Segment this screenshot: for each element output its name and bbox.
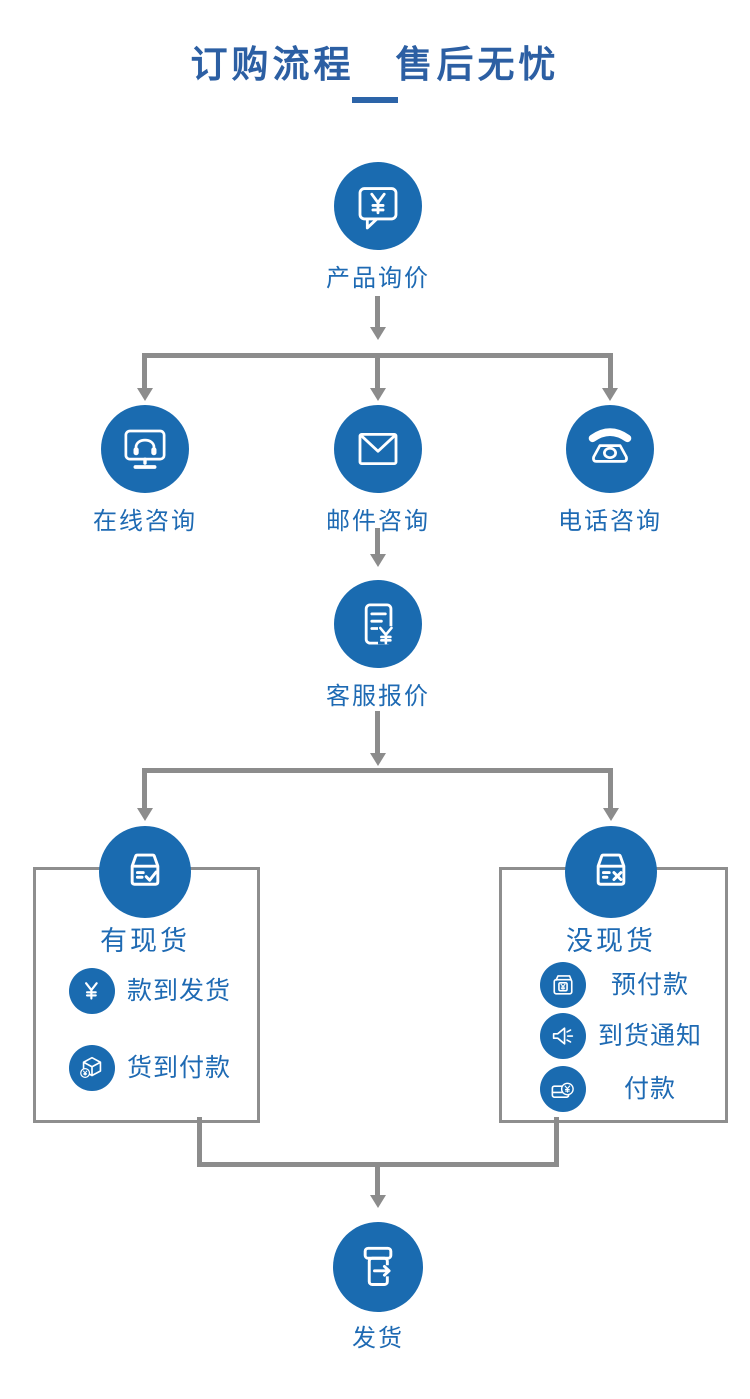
wallet-yen-icon: [540, 962, 586, 1008]
arrowhead-down: [603, 808, 619, 821]
list-item-label: 到货通知: [597, 1022, 702, 1050]
box-x-icon: [565, 826, 657, 918]
connector-line: [608, 768, 613, 810]
node-label: 发货: [352, 1325, 404, 1352]
connector-line: [375, 711, 380, 755]
list-item-label: 款到发货: [127, 977, 232, 1005]
group-label: 有现货: [100, 926, 190, 956]
arrowhead-down: [137, 388, 153, 401]
node-in-stock: 有现货: [55, 826, 235, 958]
node-service-quote: 客服报价: [288, 580, 468, 711]
arrowhead-down: [370, 554, 386, 567]
connector-line: [142, 768, 147, 810]
connector-line: [197, 1117, 202, 1167]
document-yen-icon: [334, 580, 422, 668]
node-label: 在线咨询: [93, 508, 197, 535]
monitor-headset-icon: [101, 405, 189, 493]
package-yen-icon: [69, 1045, 115, 1091]
connector-line: [142, 353, 147, 389]
node-out-of-stock: 没现货: [521, 826, 701, 958]
chat-yen-icon: [334, 162, 422, 250]
list-item: 货到付款: [69, 1045, 231, 1091]
arrowhead-down: [370, 1195, 386, 1208]
connector-line: [554, 1117, 559, 1167]
node-online-consult: 在线咨询: [55, 405, 235, 536]
connector-line: [375, 1162, 380, 1198]
speaker-icon: [540, 1013, 586, 1059]
list-item: 预付款: [540, 962, 708, 1008]
node-label: 邮件咨询: [326, 508, 430, 535]
node-label: 产品询价: [326, 265, 430, 292]
list-item: 到货通知: [540, 1013, 708, 1059]
envelope-icon: [334, 405, 422, 493]
box-check-icon: [99, 826, 191, 918]
node-label: 电话咨询: [558, 508, 662, 535]
connector-line: [375, 528, 380, 556]
connector-line: [608, 353, 613, 389]
node-ship: 发货: [288, 1222, 468, 1353]
box-arrow-icon: [333, 1222, 423, 1312]
node-email-consult: 邮件咨询: [288, 405, 468, 536]
arrowhead-down: [602, 388, 618, 401]
arrowhead-down: [370, 327, 386, 340]
connector-line: [142, 768, 613, 773]
node-label: 客服报价: [326, 683, 430, 710]
list-item-label: 货到付款: [127, 1054, 232, 1082]
node-product-inquiry: 产品询价: [288, 162, 468, 293]
group-label: 没现货: [566, 926, 656, 956]
arrowhead-down: [370, 388, 386, 401]
list-item: 款到发货: [69, 968, 231, 1014]
connector-line: [375, 353, 380, 389]
list-item: 付款: [540, 1066, 708, 1112]
arrowhead-down: [370, 753, 386, 766]
node-phone-consult: 电话咨询: [520, 405, 700, 536]
list-item-label: 预付款: [610, 971, 689, 999]
page-title: 订购流程 售后无忧: [190, 44, 560, 85]
connector-line: [375, 296, 380, 329]
telephone-icon: [566, 405, 654, 493]
list-item-label: 付款: [623, 1075, 676, 1103]
title-underline: [352, 97, 398, 103]
yen-icon: [69, 968, 115, 1014]
arrowhead-down: [137, 808, 153, 821]
card-yen-icon: [540, 1066, 586, 1112]
